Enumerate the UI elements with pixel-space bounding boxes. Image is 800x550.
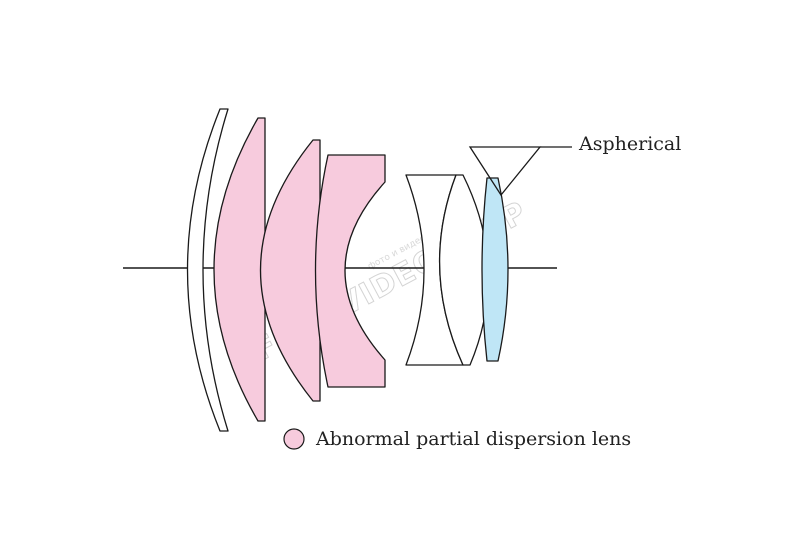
lens-element-6 xyxy=(438,174,490,366)
aspherical-pointer xyxy=(468,146,542,197)
legend: Abnormal partial dispersion lens xyxy=(283,428,631,450)
legend-label: Abnormal partial dispersion lens xyxy=(315,428,631,450)
lens-element-7-aspherical xyxy=(481,177,509,362)
lens-element-3 xyxy=(259,139,321,402)
lens-element-4 xyxy=(314,154,386,388)
lens-element-1 xyxy=(186,108,229,432)
aspherical-callout: Aspherical xyxy=(468,133,681,197)
lens-group xyxy=(186,108,509,432)
aspherical-label: Aspherical xyxy=(578,133,681,155)
legend-swatch xyxy=(283,428,305,450)
lens-element-2 xyxy=(213,117,266,422)
